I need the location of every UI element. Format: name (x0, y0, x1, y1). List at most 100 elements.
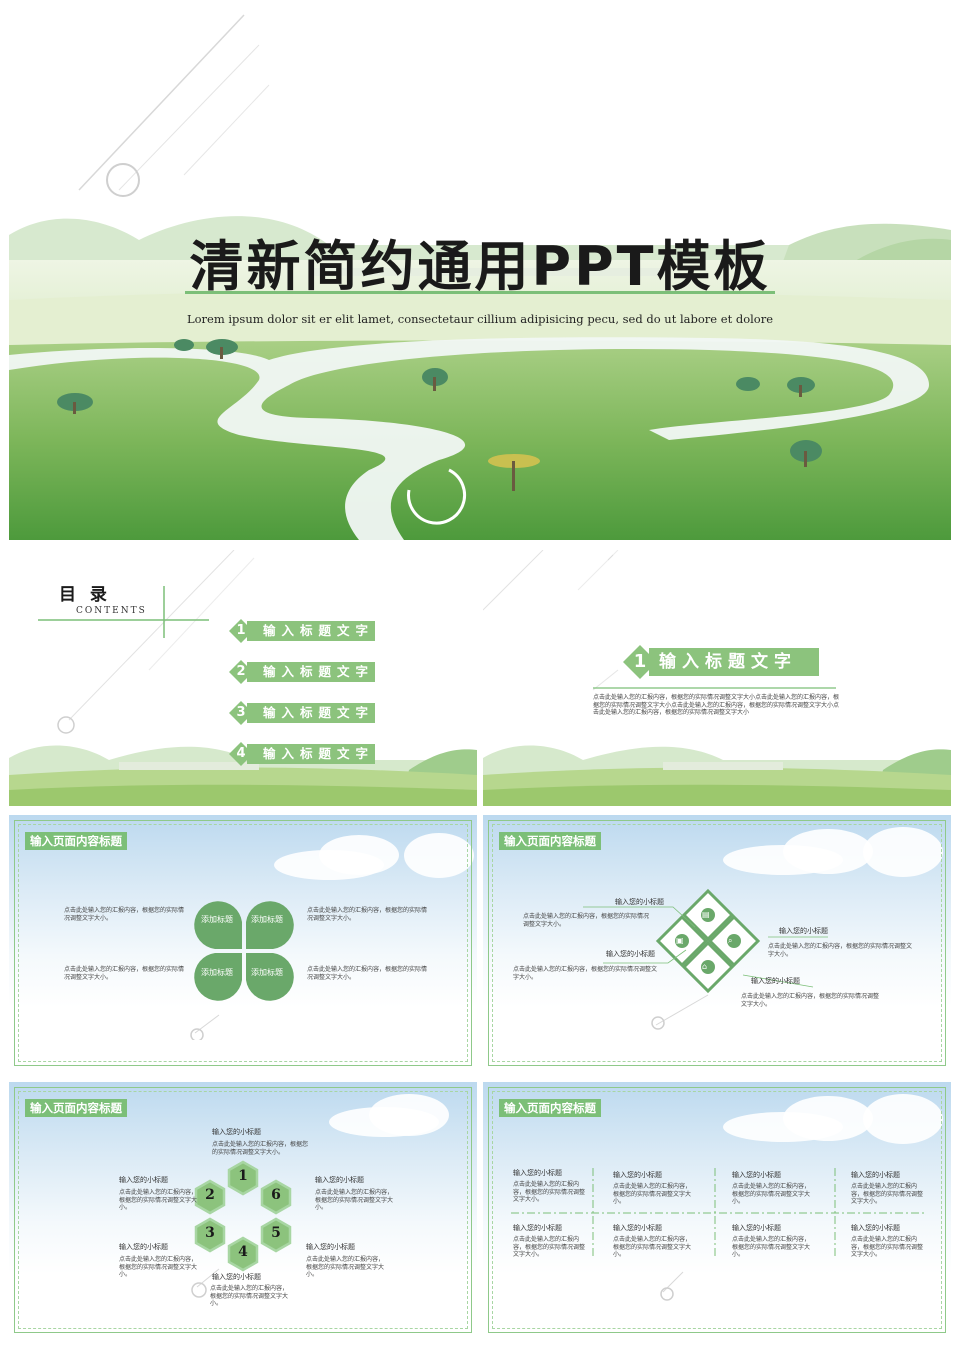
grid-text: 点击此处输入您的汇报内容，根据您的实际情况调整文字大小。 (732, 1236, 811, 1258)
toc-item-label: 输入标题文字 (247, 744, 375, 764)
title-slide: 清新简约通用PPT模板 Lorem ipsum dolor sit er eli… (9, 0, 951, 540)
grid-lines (511, 1168, 925, 1301)
slide-frame-inner (492, 1091, 942, 1329)
grid-text: 点击此处输入您的汇报内容，根据您的实际情况调整文字大小。 (513, 1236, 586, 1258)
grid-text: 点击此处输入您的汇报内容，根据您的实际情况调整文字大小。 (613, 1183, 692, 1205)
grid-subtitle: 输入您的小标题 (613, 1224, 662, 1232)
document-icon: ▤ (702, 910, 710, 919)
toc-item-number: 3 (236, 705, 246, 720)
toc-item-label: 输入标题文字 (247, 703, 375, 723)
slide-title: 输入页面内容标题 (25, 832, 127, 850)
section-label: 输入标题文字 (649, 648, 819, 676)
slide-frame-inner (492, 824, 942, 1062)
clover-slide: 输入页面内容标题 添加标题 添加标题 添加标题 添加标题 点击此处输入您的汇报内… (9, 815, 477, 1071)
slide-frame (14, 820, 472, 1066)
hex-number: 1 (238, 1168, 248, 1184)
cloud (783, 1096, 873, 1141)
hexagon-slide: 输入页面内容标题 1 2 3 4 5 6 输入您的小标题 点击此处输入您的汇报内… (9, 1082, 477, 1338)
cloud (319, 835, 399, 875)
hex-text: 点击此处输入您的汇报内容，根据您的实际情况调整文字大小。 (210, 1285, 289, 1307)
grid-subtitle: 输入您的小标题 (851, 1171, 900, 1179)
hex-text: 点击此处输入您的汇报内容，根据您的实际情况调整文字大小。 (119, 1256, 198, 1278)
slide-title: 输入页面内容标题 (25, 1099, 127, 1117)
clover-diagram (190, 901, 294, 1040)
hex-subtitle: 输入您的小标题 (306, 1243, 355, 1251)
cloud (863, 827, 943, 877)
diamond-diagram (651, 888, 761, 1030)
cloud (863, 1094, 943, 1144)
hexagon-diagram (191, 1160, 292, 1298)
grid-subtitle: 输入您的小标题 (851, 1224, 900, 1232)
slide-title: 输入页面内容标题 (499, 1099, 601, 1117)
grid-subtitle: 输入您的小标题 (613, 1171, 662, 1179)
section-background (483, 550, 951, 806)
diamond-leader-lines (583, 906, 828, 988)
toc-item-number: 1 (236, 623, 246, 638)
hex-number: 4 (238, 1244, 248, 1260)
title-underline (185, 291, 775, 294)
grid-text: 点击此处输入您的汇报内容，根据您的实际情况调整文字大小。 (513, 1181, 586, 1203)
slide-frame (488, 820, 946, 1066)
hex-text: 点击此处输入您的汇报内容，根据您的实际情况调整文字大小。 (306, 1256, 385, 1278)
subtitle: Lorem ipsum dolor sit er elit lamet, con… (186, 312, 774, 326)
diamond-slide: 输入页面内容标题 ▤ ⌕ ▣ ⌂ 输入您的小标题 点击此处输入您的汇报内容，根据… (483, 815, 951, 1071)
toc-item-number: 2 (236, 664, 246, 679)
hex-number: 2 (205, 1187, 215, 1203)
hex-number: 3 (205, 1225, 215, 1241)
section-header: 输入标题文字 1 (623, 645, 823, 679)
toc-item-label: 输入标题文字 (247, 621, 375, 641)
landscape-illustration (9, 14, 951, 540)
contents-heading: 目 录 (59, 585, 111, 605)
diamond-text: 点击此处输入您的汇报内容，根据您的实际情况调整文字大小。 (513, 966, 658, 981)
diamond-subtitle: 输入您的小标题 (779, 927, 828, 935)
grid-text: 点击此处输入您的汇报内容，根据您的实际情况调整文字大小。 (851, 1236, 924, 1258)
slide-frame (488, 1087, 946, 1333)
clover-text: 点击此处输入您的汇报内容，根据您的实际情况调整文字大小。 (307, 907, 428, 922)
clover-text: 点击此处输入您的汇报内容，根据您的实际情况调整文字大小。 (64, 907, 185, 922)
grid-slide: 输入页面内容标题 输入您的小标题 点击此处输入您的汇报内容，根据您的实际情况调整… (483, 1082, 951, 1338)
clover-text: 点击此处输入您的汇报内容，根据您的实际情况调整文字大小。 (64, 966, 185, 981)
contents-heading-en: CONTENTS (76, 606, 147, 616)
home-icon: ⌂ (702, 962, 708, 971)
diamond-subtitle: 输入您的小标题 (751, 977, 800, 985)
grid-text: 点击此处输入您的汇报内容，根据您的实际情况调整文字大小。 (732, 1183, 811, 1205)
hex-subtitle: 输入您的小标题 (212, 1273, 261, 1281)
wallet-icon: ▣ (676, 936, 684, 945)
hex-number: 6 (271, 1187, 281, 1203)
slide-frame (14, 1087, 472, 1333)
contents-slide: 目 录 CONTENTS 输入标题文字 1 输入标题文字 2 输入标题文字 3 … (9, 550, 477, 806)
slide-frame-inner (18, 1091, 468, 1329)
diamond-text: 点击此处输入您的汇报内容，根据您的实际情况调整文字大小。 (741, 993, 880, 1008)
diamond-text: 点击此处输入您的汇报内容，根据您的实际情况调整文字大小。 (768, 943, 913, 958)
petal-label: 添加标题 (251, 968, 283, 977)
hex-text: 点击此处输入您的汇报内容，根据您的实际情况调整文字大小。 (212, 1141, 309, 1156)
diamond-subtitle: 输入您的小标题 (615, 898, 664, 906)
cloud (404, 833, 474, 878)
grid-subtitle: 输入您的小标题 (732, 1224, 781, 1232)
grid-subtitle: 输入您的小标题 (513, 1169, 562, 1177)
hex-subtitle: 输入您的小标题 (315, 1176, 364, 1184)
hex-subtitle: 输入您的小标题 (119, 1176, 168, 1184)
grid-subtitle: 输入您的小标题 (732, 1171, 781, 1179)
diamond-subtitle: 输入您的小标题 (606, 950, 655, 958)
section-number: 1 (633, 651, 647, 672)
diamond-text: 点击此处输入您的汇报内容，根据您的实际情况调整文字大小。 (523, 913, 650, 928)
slide-title: 输入页面内容标题 (499, 832, 601, 850)
petal-label: 添加标题 (201, 968, 233, 977)
cloud (369, 1094, 449, 1136)
toc-item-number: 4 (236, 746, 246, 761)
hex-subtitle: 输入您的小标题 (119, 1243, 168, 1251)
petal-label: 添加标题 (251, 915, 283, 924)
toc-item-label: 输入标题文字 (247, 662, 375, 682)
petal-label: 添加标题 (201, 915, 233, 924)
section-number-badge (623, 645, 657, 679)
search-icon: ⌕ (728, 936, 733, 945)
grid-text: 点击此处输入您的汇报内容，根据您的实际情况调整文字大小。 (851, 1183, 924, 1205)
grid-text: 点击此处输入您的汇报内容，根据您的实际情况调整文字大小。 (613, 1236, 692, 1258)
page-title: 清新简约通用PPT模板 (189, 235, 771, 298)
hex-text: 点击此处输入您的汇报内容，根据您的实际情况调整文字大小。 (119, 1189, 198, 1211)
hex-text: 点击此处输入您的汇报内容，根据您的实际情况调整文字大小。 (315, 1189, 394, 1211)
slide-frame-inner (18, 824, 468, 1062)
hex-number: 5 (271, 1225, 281, 1241)
cloud (783, 829, 873, 874)
